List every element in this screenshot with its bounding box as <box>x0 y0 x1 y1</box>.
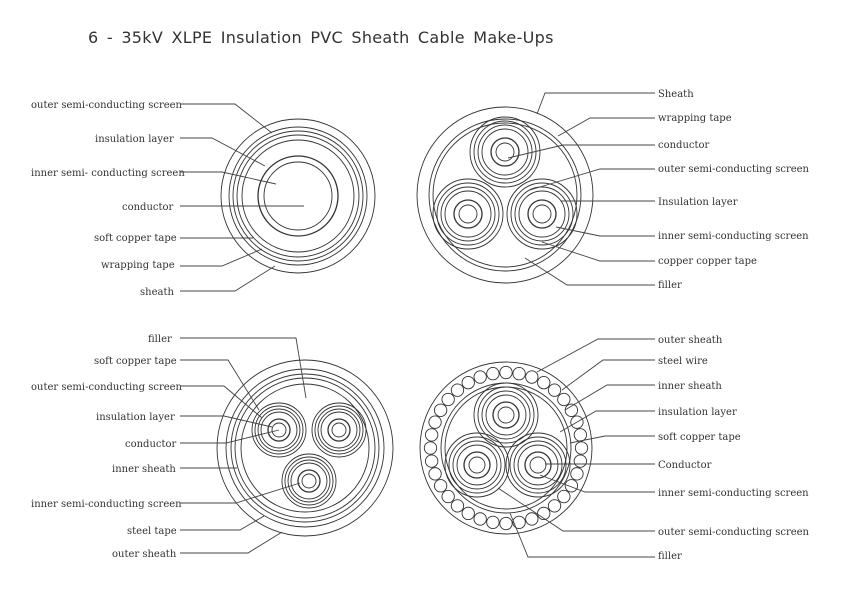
label-filler: filler <box>658 280 682 291</box>
label-copper-tape: copper copper tape <box>658 256 757 267</box>
label-inner-semi-conducting-screen: inner semi- conducting screen <box>31 168 185 179</box>
label-filler: filler <box>658 551 682 562</box>
core-right <box>506 178 578 250</box>
core-top-left <box>251 402 307 458</box>
steel-wire-strand <box>423 441 438 455</box>
label-conductor: conductor <box>122 202 174 213</box>
label-outer-semi-conducting-screen: outer semi-conducting screen <box>658 527 810 538</box>
label-sheath: sheath <box>140 287 174 298</box>
steel-wire-strand <box>574 441 589 455</box>
steel-wire-strand <box>424 454 439 468</box>
steel-wire-strand <box>486 366 500 381</box>
label-steel-wire: steel wire <box>658 356 708 367</box>
leader-lines-three-core <box>507 92 655 286</box>
label-conductor: conductor <box>658 140 710 151</box>
label-soft-copper-tape: soft copper tape <box>658 432 741 443</box>
steel-wire-strand <box>512 366 526 381</box>
steel-wire-strand <box>441 392 455 407</box>
three-core-cross-section <box>416 106 594 284</box>
label-outer-semi-conducting-screen: outer semi-conducting screen <box>31 100 183 111</box>
label-soft-copper-tape: soft copper tape <box>94 356 177 367</box>
label-outer-semi-conducting-screen: outer semi-conducting screen <box>31 382 183 393</box>
single-core-cable-diagram: outer semi-conducting screen insulation … <box>31 100 376 298</box>
core-top <box>473 382 539 448</box>
steel-wire-strand <box>573 428 587 442</box>
label-outer-semi-conducting-screen: outer semi-conducting screen <box>658 164 810 175</box>
steel-wire-strand <box>499 516 513 531</box>
steel-wire-strand <box>564 479 579 493</box>
steel-wire-strand <box>450 383 465 397</box>
steel-wire-strand <box>537 375 551 390</box>
steel-wire-strand <box>433 479 448 493</box>
label-insulation-layer: Insulation layer <box>658 197 738 208</box>
label-outer-sheath: outer sheath <box>112 549 177 560</box>
steel-wire-strand <box>570 415 584 429</box>
steel-wire-cross-section <box>419 361 593 535</box>
steel-wire-strand <box>433 403 448 417</box>
label-insulation-layer: insulation layer <box>658 407 737 418</box>
leader-lines-single-core <box>180 103 304 292</box>
label-conductor: conductor <box>125 439 177 450</box>
steel-wire-ring <box>423 365 589 531</box>
label-filler: filler <box>148 334 172 345</box>
steel-wire-strand <box>473 370 487 384</box>
steel-wire-strand <box>525 512 539 526</box>
steel-tape-cross-section <box>216 359 394 537</box>
leader-lines-steel-wire <box>497 338 655 558</box>
page-title: 6 - 35kV XLPE Insulation PVC Sheath Cabl… <box>88 28 554 47</box>
steel-wire-strand <box>547 499 562 513</box>
label-outer-sheath: outer sheath <box>658 335 723 346</box>
steel-wire-strand <box>428 415 442 429</box>
single-core-cross-section <box>220 118 376 274</box>
core-top <box>469 116 541 188</box>
steel-wire-strand <box>428 467 442 481</box>
label-inner-sheath: inner sheath <box>112 464 176 475</box>
leader-lines-steel-tape <box>180 337 307 554</box>
steel-wire-strand <box>512 515 526 529</box>
steel-wire-strand <box>473 512 487 526</box>
label-sheath: Sheath <box>658 89 694 100</box>
core-right <box>505 432 571 498</box>
steel-wire-strand <box>461 375 475 390</box>
steel-wire-strand <box>450 499 465 513</box>
core-left <box>432 178 504 250</box>
label-inner-semi-conducting-screen: inner semi-conducting screen <box>658 488 809 499</box>
steel-tape-armoured-cable-diagram: filler soft copper tape outer semi-condu… <box>31 334 394 560</box>
label-conductor: Conductor <box>658 460 712 471</box>
steel-wire-strand <box>486 515 500 529</box>
steel-wire-strand <box>537 506 551 521</box>
steel-wire-strand <box>441 489 455 504</box>
core-top-right <box>311 402 367 458</box>
label-wrapping-tape: wrapping tape <box>101 260 175 271</box>
steel-wire-armoured-cable-diagram: outer sheath steel wire inner sheath ins… <box>419 335 810 562</box>
label-insulation-layer: insulation layer <box>96 412 175 423</box>
label-inner-semi-conducting-screen: inner semi-conducting screen <box>31 499 182 510</box>
label-wrapping-tape: wrapping tape <box>658 113 732 124</box>
steel-wire-strand <box>499 365 513 380</box>
steel-wire-strand <box>461 506 475 521</box>
label-inner-sheath: inner sheath <box>658 381 722 392</box>
label-inner-semi-conducting-screen: inner semi-conducting screen <box>658 231 809 242</box>
core-bottom <box>281 453 337 509</box>
steel-wire-strand <box>547 383 562 397</box>
steel-wire-strand <box>525 370 539 384</box>
steel-wire-strand <box>570 467 584 481</box>
three-core-cable-diagram: Sheath wrapping tape conductor outer sem… <box>416 89 810 291</box>
core-left <box>444 432 510 498</box>
steel-wire-strand <box>557 392 571 407</box>
steel-wire-strand <box>424 428 439 442</box>
label-soft-copper-tape: soft copper tape <box>94 233 177 244</box>
steel-wire-strand <box>573 454 587 468</box>
label-steel-tape: steel tape <box>127 526 177 537</box>
label-insulation-layer: insulation layer <box>95 134 174 145</box>
steel-wire-strand <box>557 489 571 504</box>
